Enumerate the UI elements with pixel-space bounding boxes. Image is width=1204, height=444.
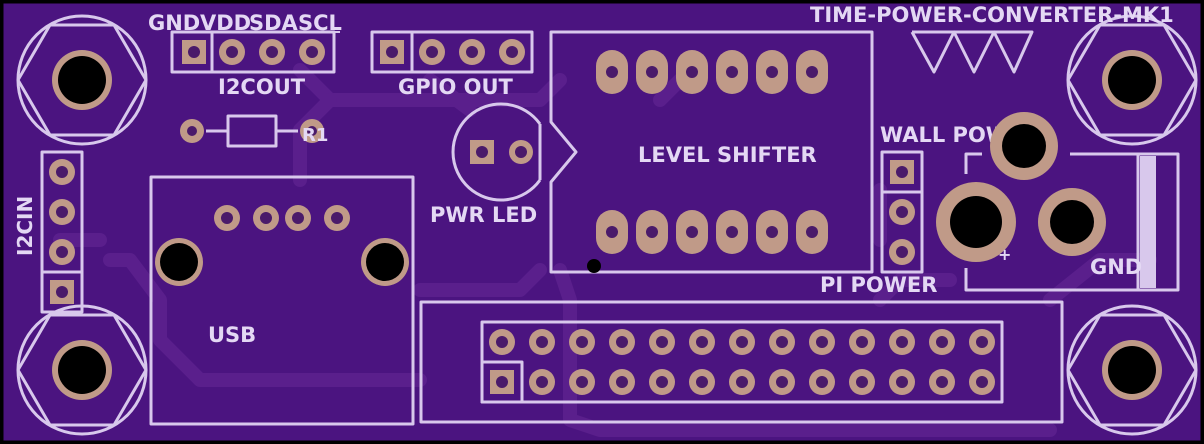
pwr-led-label: PWR LED <box>430 203 537 227</box>
gpio-pin-drill <box>936 376 948 388</box>
gpio-out-header: GPIO OUT <box>370 30 534 99</box>
gpio-pins <box>489 329 995 395</box>
dc-barrel-jack: + GND <box>936 112 1180 292</box>
i2c-in-header: I2CIN <box>13 150 84 314</box>
gpio-pin-drill <box>816 336 828 348</box>
gpio-out-label: GPIO OUT <box>398 75 514 99</box>
via-dot <box>587 259 601 273</box>
gpio-pin-drill <box>616 376 628 388</box>
triangle-logo-icon <box>910 30 1034 74</box>
gpio-pin-drill <box>896 376 908 388</box>
gpio-pin-drill <box>976 376 988 388</box>
level-shifter-top-pins <box>596 50 828 94</box>
gnd-label: GND <box>1090 255 1142 279</box>
i2c-out-label: I2COUT <box>218 75 306 99</box>
pi-power-label: PI POWER <box>820 273 937 297</box>
gpio-pin-drill <box>576 336 588 348</box>
pi-power-header: WALL POWER PI POWER <box>820 123 1039 297</box>
gpio-pin-drill <box>496 376 508 388</box>
power-led: PWR LED <box>430 102 542 227</box>
gpio-pin-drill <box>896 336 908 348</box>
gpio-pin-drill <box>656 376 668 388</box>
level-shifter-ic: LEVEL SHIFTER <box>549 30 874 274</box>
level-shifter-bottom-pins <box>596 210 828 254</box>
gpio-pin-drill <box>856 376 868 388</box>
gpio-pin-drill <box>656 336 668 348</box>
level-shifter-label: LEVEL SHIFTER <box>638 143 817 167</box>
i2c-in-label: I2CIN <box>13 196 37 256</box>
mounting-hole-top-left <box>16 14 148 146</box>
gpio-pin-drill <box>856 336 868 348</box>
resistor-r1: R1 <box>180 114 328 148</box>
usb-connector: USB <box>149 175 415 426</box>
gpio-pin-drill <box>736 336 748 348</box>
gpio-pin-drill <box>536 336 548 348</box>
gpio-pin-drill <box>976 336 988 348</box>
i2c-out-header: GND VDD SDA SCL I2COUT <box>148 11 342 99</box>
gpio-pin-drill <box>816 376 828 388</box>
gpio-pin-drill <box>736 376 748 388</box>
gpio-pin-drill <box>616 336 628 348</box>
gpio-pin-drill <box>496 336 508 348</box>
gpio-pin-drill <box>776 376 788 388</box>
r1-label: R1 <box>302 125 328 146</box>
gpio-2x13-header <box>419 300 1064 424</box>
gpio-pin-drill <box>936 336 948 348</box>
gpio-pin-drill <box>536 376 548 388</box>
plus-label: + <box>998 245 1011 264</box>
gpio-pin-drill <box>576 376 588 388</box>
mounting-hole-bottom-right <box>1066 304 1198 436</box>
usb-label: USB <box>208 323 256 347</box>
mounting-hole-top-right <box>1066 14 1198 146</box>
gpio-pin-drill <box>696 376 708 388</box>
board-title: TIME-POWER-CONVERTER-MK1 <box>810 3 1174 27</box>
gpio-pin-drill <box>696 336 708 348</box>
gpio-pin-drill <box>776 336 788 348</box>
